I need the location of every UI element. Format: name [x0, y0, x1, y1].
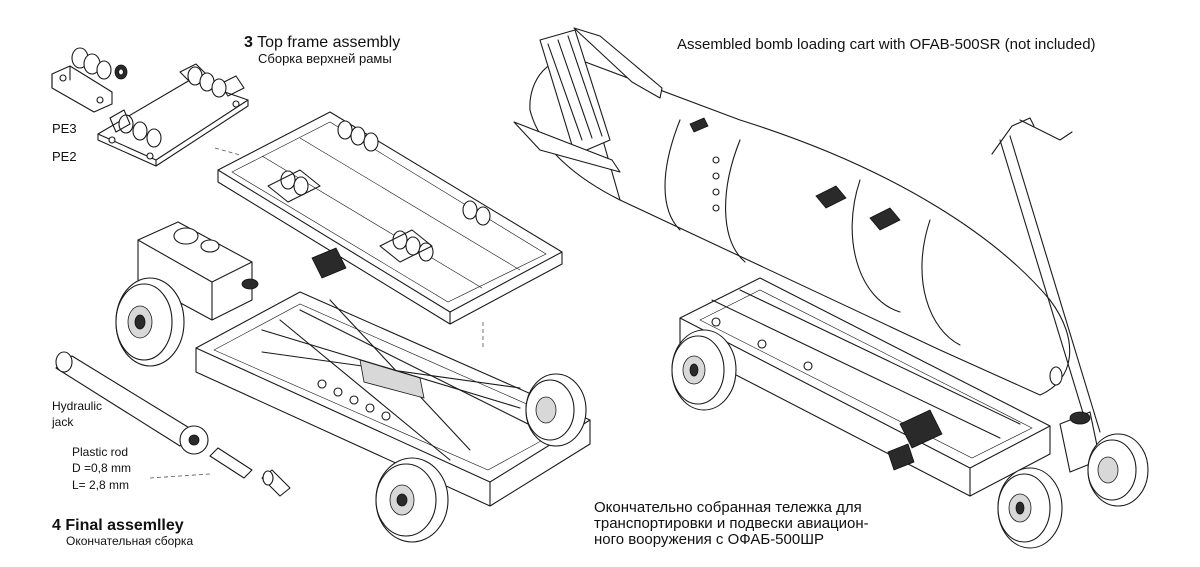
pe2-plate-part — [97, 63, 249, 167]
final-assembly-title-text: Final assemlley — [65, 517, 184, 534]
assembled-rear-wheel-left — [997, 467, 1063, 549]
hydraulic-jack-part — [55, 351, 209, 455]
hydraulic-jack-label-line2: jack — [52, 415, 74, 429]
top-frame-title: 3 Top frame assembly — [244, 34, 400, 52]
final-assembly-number: 4 — [52, 517, 61, 534]
cart-front-wheel — [115, 277, 185, 367]
russian-caption-line2: транспортировки и подвески авиацион- — [594, 515, 869, 532]
assembled-rear-wheel-right — [1087, 433, 1149, 507]
hydraulic-jack-label-line1: Hydraulic — [52, 399, 103, 413]
top-frame-title-text: Top frame assembly — [257, 34, 401, 51]
pe3-label: PE3 — [52, 121, 77, 136]
russian-caption-line1: Окончательно собранная тележка для — [594, 499, 862, 516]
cart-base-assembly — [137, 221, 591, 507]
assembled-front-wheel — [671, 329, 737, 411]
top-frame-number: 3 — [244, 34, 253, 51]
pe3-bracket-part — [51, 47, 128, 113]
cart-rear-wheel-right — [525, 373, 587, 447]
plastic-rod-diameter: D =0,8 mm — [72, 461, 132, 475]
final-assembly-title: 4 Final assemlley — [52, 517, 184, 535]
plastic-rod-length: L= 2,8 mm — [72, 478, 130, 492]
assembled-cart-title: Assembled bomb loading cart with OFAB-50… — [677, 36, 1096, 53]
plastic-rod-part — [209, 447, 291, 497]
cart-rear-wheel-left — [375, 457, 449, 543]
top-frame-subtitle: Сборка верхней рамы — [258, 51, 392, 66]
pe2-label: PE2 — [52, 149, 77, 164]
assembled-cart — [679, 277, 1051, 497]
russian-caption-line3: ного вооружения с ОФАБ-500ШР — [594, 531, 824, 548]
top-frame-assembly — [217, 111, 563, 325]
ofab-500sr-bomb — [513, 27, 1071, 396]
plastic-rod-label: Plastic rod — [72, 445, 129, 459]
final-assembly-subtitle: Окончательная сборка — [66, 534, 194, 548]
